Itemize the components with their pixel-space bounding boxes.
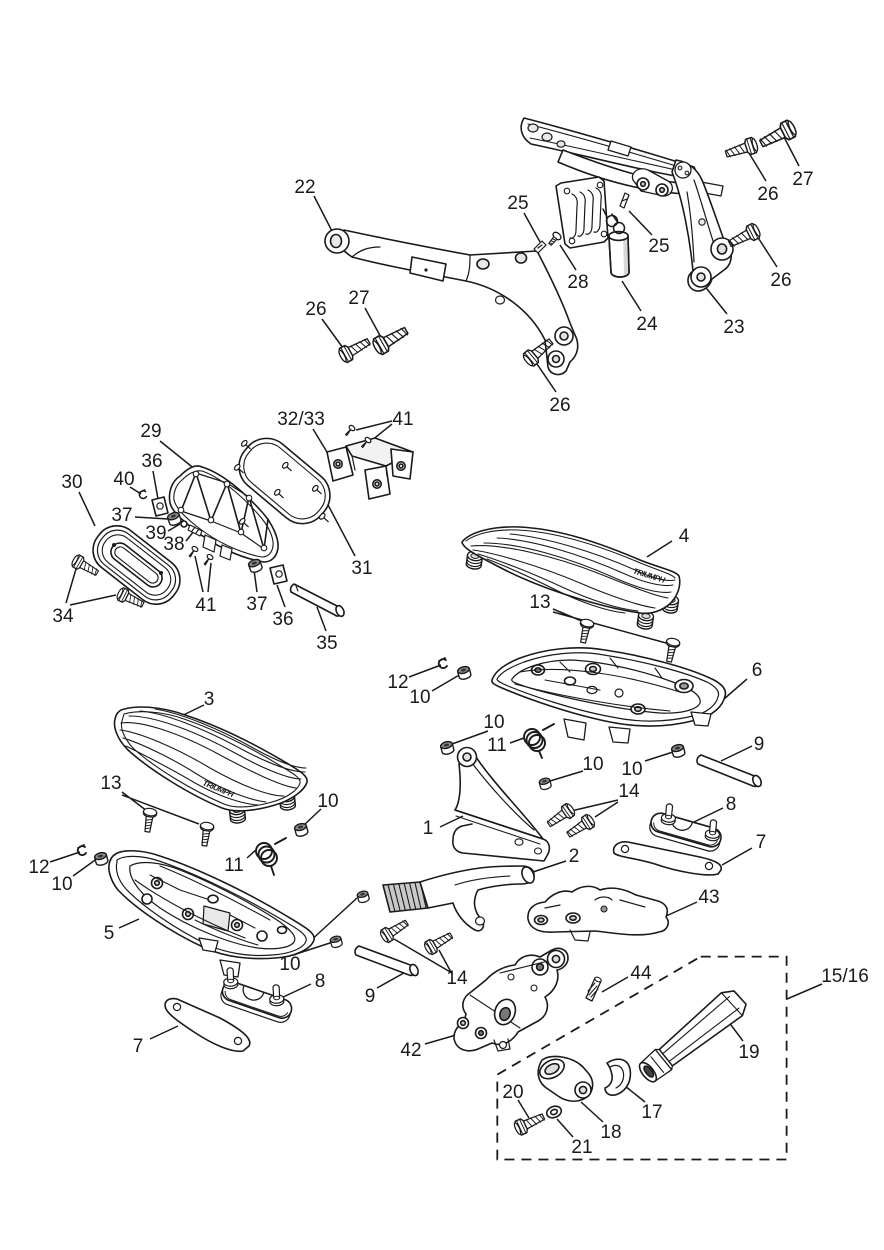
svg-text:22: 22 <box>294 177 315 198</box>
svg-text:13: 13 <box>100 773 121 794</box>
svg-text:29: 29 <box>140 421 161 442</box>
svg-text:26: 26 <box>549 395 570 416</box>
svg-text:37: 37 <box>111 505 132 526</box>
svg-text:31: 31 <box>351 558 372 579</box>
svg-text:10: 10 <box>317 791 338 812</box>
svg-text:34: 34 <box>52 606 74 627</box>
svg-text:9: 9 <box>754 734 765 755</box>
svg-text:6: 6 <box>752 660 763 681</box>
svg-text:17: 17 <box>641 1102 662 1123</box>
svg-text:2: 2 <box>569 846 580 867</box>
svg-text:41: 41 <box>195 595 216 616</box>
svg-text:36: 36 <box>272 609 293 630</box>
svg-text:13: 13 <box>529 592 550 613</box>
svg-text:37: 37 <box>246 594 267 615</box>
svg-text:7: 7 <box>133 1036 144 1057</box>
svg-text:26: 26 <box>757 184 778 205</box>
svg-text:12: 12 <box>387 672 408 693</box>
svg-text:39: 39 <box>145 523 166 544</box>
svg-text:10: 10 <box>582 754 603 775</box>
svg-text:10: 10 <box>621 759 642 780</box>
svg-text:4: 4 <box>679 526 690 547</box>
svg-text:32/33: 32/33 <box>277 409 325 430</box>
svg-text:27: 27 <box>348 288 369 309</box>
svg-text:41: 41 <box>392 409 413 430</box>
svg-text:8: 8 <box>726 794 737 815</box>
svg-text:40: 40 <box>113 469 134 490</box>
svg-text:42: 42 <box>400 1040 421 1061</box>
svg-text:7: 7 <box>756 832 767 853</box>
svg-text:38: 38 <box>163 534 184 555</box>
svg-text:30: 30 <box>61 472 82 493</box>
svg-text:21: 21 <box>571 1137 592 1158</box>
svg-text:10: 10 <box>483 712 504 733</box>
svg-text:18: 18 <box>600 1122 621 1143</box>
svg-text:12: 12 <box>28 857 49 878</box>
svg-text:26: 26 <box>305 299 326 320</box>
svg-text:25: 25 <box>648 236 669 257</box>
svg-text:10: 10 <box>279 954 300 975</box>
svg-text:35: 35 <box>316 633 337 654</box>
svg-text:36: 36 <box>141 451 162 472</box>
svg-text:11: 11 <box>224 855 244 876</box>
svg-text:28: 28 <box>567 272 588 293</box>
svg-text:44: 44 <box>630 963 652 984</box>
svg-text:9: 9 <box>365 986 376 1007</box>
svg-text:14: 14 <box>618 781 640 802</box>
svg-text:19: 19 <box>738 1042 759 1063</box>
svg-text:5: 5 <box>104 923 115 944</box>
svg-text:25: 25 <box>507 193 528 214</box>
svg-text:14: 14 <box>446 968 468 989</box>
svg-text:23: 23 <box>723 317 744 338</box>
svg-text:8: 8 <box>315 971 326 992</box>
svg-text:10: 10 <box>409 687 430 708</box>
svg-text:26: 26 <box>770 270 791 291</box>
svg-text:27: 27 <box>792 169 813 190</box>
svg-text:10: 10 <box>51 874 72 895</box>
svg-text:3: 3 <box>204 689 215 710</box>
svg-text:43: 43 <box>698 887 719 908</box>
svg-text:11: 11 <box>487 735 507 756</box>
svg-text:15/16: 15/16 <box>821 966 869 987</box>
svg-text:24: 24 <box>636 314 658 335</box>
svg-text:20: 20 <box>502 1082 523 1103</box>
svg-text:1: 1 <box>423 818 434 839</box>
